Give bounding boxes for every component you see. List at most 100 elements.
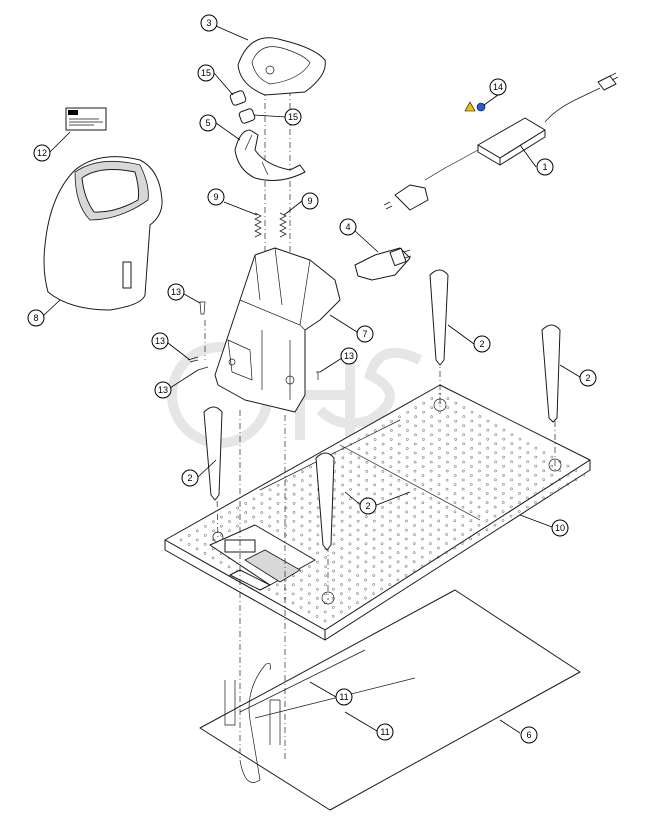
svg-text:8: 8 <box>33 313 38 323</box>
plate-dot <box>502 464 505 468</box>
plate-dot <box>446 433 449 437</box>
callout-11[interactable]: 11 <box>335 688 353 706</box>
plate-dot <box>478 424 482 427</box>
plate-dot <box>348 560 352 564</box>
plate-dot <box>381 478 385 482</box>
callout-9[interactable]: 9 <box>207 188 225 206</box>
plate-dot <box>195 538 199 542</box>
plate-dot <box>276 492 280 496</box>
callout-4[interactable]: 4 <box>339 218 357 236</box>
plate-dot <box>477 478 481 482</box>
callout-1[interactable]: 1 <box>536 158 554 176</box>
callout-13[interactable]: 13 <box>154 381 172 399</box>
plate-dot <box>228 529 231 533</box>
plate-dot <box>308 510 312 514</box>
plate-dot <box>502 437 506 441</box>
callout-13[interactable]: 13 <box>167 283 185 301</box>
plate-dot <box>494 451 497 455</box>
callout-15[interactable]: 15 <box>197 64 215 82</box>
plate-dot <box>430 415 433 419</box>
plate-dot <box>461 478 465 482</box>
plate-dot <box>420 555 424 559</box>
plate-dot <box>356 601 359 605</box>
callout-8[interactable]: 8 <box>27 309 45 327</box>
plate-dot <box>323 610 327 614</box>
callout-2[interactable]: 2 <box>473 335 491 353</box>
plate-dot <box>276 520 280 523</box>
callout-10[interactable]: 10 <box>551 519 569 537</box>
callout-12[interactable]: 12 <box>33 144 51 162</box>
callout-2[interactable]: 2 <box>359 497 377 515</box>
plate-dot <box>470 428 474 432</box>
plate-dot <box>348 578 351 582</box>
plate-dot <box>349 488 352 491</box>
plate-dot <box>477 487 481 491</box>
plate-dot <box>267 588 271 591</box>
plate-dot <box>413 478 417 482</box>
plate-dot <box>381 424 385 428</box>
callout-5[interactable]: 5 <box>199 114 217 132</box>
plate-dot <box>357 438 361 441</box>
plate-dot <box>364 524 368 528</box>
callout-14[interactable]: 14 <box>489 78 507 96</box>
plate-dot <box>324 574 327 577</box>
plate-dot <box>332 578 335 582</box>
plate-dot <box>454 401 458 405</box>
plate-dot <box>332 506 336 510</box>
callout-3[interactable]: 3 <box>200 14 218 32</box>
plate-dot <box>204 524 207 528</box>
svg-text:9: 9 <box>213 192 218 202</box>
product-label <box>65 107 107 131</box>
plate-dot <box>300 506 304 510</box>
plate-dot <box>332 497 336 500</box>
callout-7[interactable]: 7 <box>356 325 374 343</box>
plate-dot <box>211 556 215 560</box>
plate-dot <box>469 528 473 532</box>
plate-dot <box>228 520 231 523</box>
plate-dot <box>300 533 304 537</box>
callout-6[interactable]: 6 <box>520 726 538 744</box>
plate-dot <box>454 456 457 459</box>
plate-dot <box>438 438 441 441</box>
callout-15[interactable]: 15 <box>284 108 302 126</box>
callout-2[interactable]: 2 <box>181 469 199 487</box>
callout-11[interactable]: 11 <box>376 723 394 741</box>
plate-dot <box>485 483 489 486</box>
plate-dot <box>236 506 240 510</box>
plate-dot <box>478 415 482 418</box>
plate-dot <box>252 497 256 501</box>
plate-dot <box>389 501 392 505</box>
plate-dot <box>380 533 384 537</box>
plate-dot <box>469 474 473 477</box>
plate-dot <box>340 583 343 586</box>
callout-2[interactable]: 2 <box>579 369 597 387</box>
plate-dot <box>364 533 368 537</box>
callout-13[interactable]: 13 <box>340 347 358 365</box>
callout-9[interactable]: 9 <box>301 192 319 210</box>
plate-dot <box>381 488 385 491</box>
plate-dot <box>461 542 464 545</box>
plate-dot <box>438 419 441 423</box>
plate-dot <box>397 506 400 509</box>
svg-text:13: 13 <box>344 351 354 361</box>
plate-dot <box>486 437 490 441</box>
plate-dot <box>430 397 434 400</box>
svg-text:2: 2 <box>479 339 484 349</box>
plate-dot <box>203 543 207 546</box>
plate-dot <box>341 474 344 478</box>
plate-dot <box>494 433 498 436</box>
plate-dot <box>349 442 353 446</box>
plate-dot <box>260 502 264 505</box>
charging-connector <box>354 247 412 281</box>
plate-dot <box>372 519 376 523</box>
plate-dot <box>396 542 400 546</box>
plate-dot <box>405 519 408 523</box>
plate-dot <box>437 501 441 505</box>
plate-dot <box>316 542 320 546</box>
docking-housing <box>214 247 341 413</box>
leader-lines <box>42 25 581 734</box>
plate-dot <box>357 474 361 478</box>
callout-13[interactable]: 13 <box>151 332 169 350</box>
plate-dot <box>446 397 450 400</box>
plate-dot <box>364 515 368 518</box>
